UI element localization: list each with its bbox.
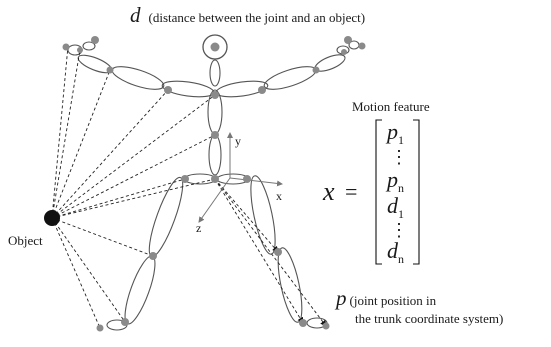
formula-lhs: x bbox=[322, 177, 335, 206]
position-arrows bbox=[214, 178, 327, 327]
trunk-axes: y x z bbox=[196, 132, 283, 235]
vector-ellipsis-2: ⋮ bbox=[390, 220, 408, 240]
object-label: Object bbox=[8, 233, 43, 248]
motion-feature-formula: Motion feature x = p1 ⋮ pn d1 ⋮ dn bbox=[322, 99, 430, 266]
vector-entry-pn: pn bbox=[385, 167, 404, 195]
formula-equals: = bbox=[345, 179, 357, 204]
position-note: p(joint position in the trunk coordinate… bbox=[334, 286, 503, 326]
title-caption: (distance between the joint and an objec… bbox=[149, 10, 366, 25]
vector-ellipsis-1: ⋮ bbox=[390, 147, 408, 167]
formula-heading: Motion feature bbox=[352, 99, 430, 114]
head bbox=[202, 34, 228, 60]
left-leg bbox=[106, 176, 184, 331]
vector-entry-dn: dn bbox=[387, 238, 404, 266]
axis-x-label: x bbox=[276, 189, 282, 203]
vector-entry-d1: d1 bbox=[387, 193, 404, 221]
left-bracket bbox=[375, 119, 382, 265]
title-symbol: d bbox=[130, 3, 141, 27]
right-bracket bbox=[413, 119, 420, 265]
right-leg bbox=[250, 175, 328, 329]
spine bbox=[207, 59, 223, 176]
axis-y-label: y bbox=[235, 134, 241, 148]
title: d (distance between the joint and an obj… bbox=[130, 3, 365, 27]
object-marker bbox=[44, 210, 60, 226]
left-arm bbox=[67, 41, 215, 98]
vector-entry-p1: p1 bbox=[385, 119, 404, 147]
position-note-line1: p(joint position in bbox=[334, 286, 437, 310]
joints bbox=[62, 36, 366, 332]
distance-lines bbox=[51, 45, 216, 329]
position-note-line2: the trunk coordinate system) bbox=[355, 311, 503, 326]
axis-z-label: z bbox=[196, 221, 201, 235]
right-arm bbox=[215, 40, 360, 98]
